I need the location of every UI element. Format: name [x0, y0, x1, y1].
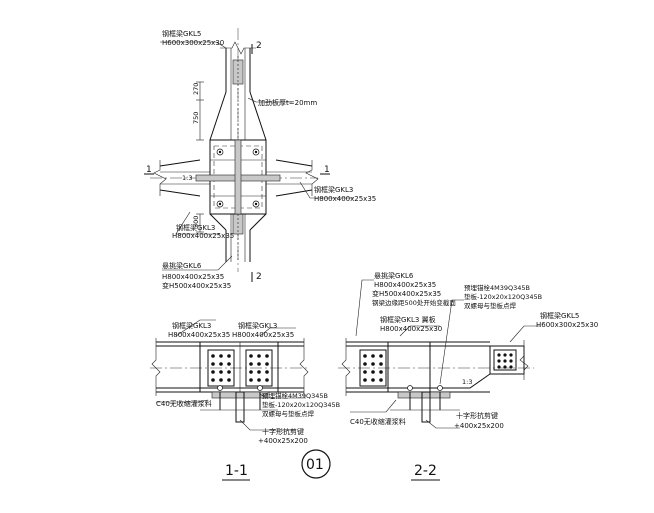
- s11-shear-key: 十字形抗剪键: [262, 427, 304, 436]
- plan-cut-2-top: 2: [256, 41, 262, 51]
- plan-dim-270: 270: [192, 83, 200, 95]
- detail-number: 01: [306, 457, 324, 473]
- section-1-1-bolts-left: [211, 354, 231, 382]
- s11-label-b: 钢框梁GKL3: [238, 321, 277, 330]
- plan-slope-13: 1:3: [182, 174, 192, 182]
- s22-right-size: H600x300x25x30: [536, 321, 598, 329]
- plan-view: 270 750 500 1:3 2 2 1 1 钢框梁GKL5 H600x300…: [144, 28, 376, 290]
- s22-shear-key-size: +400x25x200: [454, 422, 504, 430]
- s22-slope-13: 1:3: [462, 378, 472, 386]
- plan-top-beam-size: H600x300x25x30: [162, 39, 224, 47]
- s11-title: 1-1: [225, 463, 248, 479]
- s11-shear-key-size: +400x25x200: [258, 437, 308, 445]
- s22-cant-size: H800x400x25x35: [374, 281, 436, 289]
- plan-left-beam-label: 钢框梁GKL3: [176, 223, 215, 232]
- s11-anchor-note: 预埋锚栓4M39Q345B: [262, 391, 328, 400]
- s22-frame-label: 钢框梁GKL3 翼板: [380, 315, 436, 324]
- plan-top-beam-label: 钢框梁GKL5: [162, 29, 201, 38]
- s22-cant-var: 变H500x400x25x35: [372, 289, 441, 298]
- s22-title: 2-2: [414, 463, 437, 479]
- s22-right-label: 钢框梁GKL5: [540, 311, 579, 320]
- section-1-1-bolts-right: [249, 354, 269, 382]
- plan-right-beam-size: H800x400x25x35: [314, 195, 376, 203]
- section-2-2: 1:3 悬挑梁GKL6 H800x400x25x35 变H500x400x25x…: [338, 271, 598, 481]
- s11-label-a: 钢框梁GKL3: [172, 321, 211, 330]
- plan-stiffener-note: 加劲板厚t=20mm: [258, 98, 317, 107]
- s11-concrete-note: C40无收缩灌浆料: [156, 399, 212, 408]
- plan-bottom-beam-size: H800x400x25x35: [162, 273, 224, 281]
- s22-pad-note: 垫板-120x20x120Q345B: [464, 292, 542, 301]
- s11-pad-note: 垫板-120x20x120Q345B: [262, 400, 340, 409]
- plan-left-beam-size: H800x400x25x35: [172, 232, 234, 240]
- s11-nut-note: 双螺母与垫板点焊: [262, 409, 315, 418]
- s22-concrete-note: C40无收缩灌浆料: [350, 417, 406, 426]
- detail-number-badge: 01: [301, 449, 331, 479]
- s22-shear-key: 十字形抗剪键: [456, 411, 498, 420]
- s22-cant-note: 钢梁边缘距500处开始变截面: [372, 298, 456, 307]
- s11-size-b: H800x400x25x35: [232, 331, 294, 339]
- plan-dim-750: 750: [192, 112, 200, 124]
- plan-cut-2-bottom: 2: [256, 272, 262, 282]
- section-1-1: 钢框梁GKL3 H800x400x25x35 钢框梁GKL3 H800x400x…: [150, 319, 340, 481]
- s22-anchor-note: 预埋锚栓4M39Q345B: [464, 283, 530, 292]
- plan-bottom-beam-label: 悬挑梁GKL6: [162, 261, 202, 270]
- plan-dim-500: 500: [192, 216, 200, 228]
- plan-bottom-beam-var: 变H500x400x25x35: [162, 281, 231, 290]
- plan-cut-1-right: 1: [324, 165, 330, 175]
- plan-right-beam-label: 钢框梁GKL3: [314, 185, 353, 194]
- s22-nut-note: 双螺母与垫板点焊: [464, 301, 517, 310]
- plan-cut-1-left: 1: [146, 165, 152, 175]
- s11-size-a: H800x400x25x35: [168, 331, 230, 339]
- s22-cant-label: 悬挑梁GKL6: [374, 271, 414, 280]
- top-beam-bolts: [232, 56, 244, 140]
- s22-frame-size: H800x400x25x30: [380, 325, 442, 333]
